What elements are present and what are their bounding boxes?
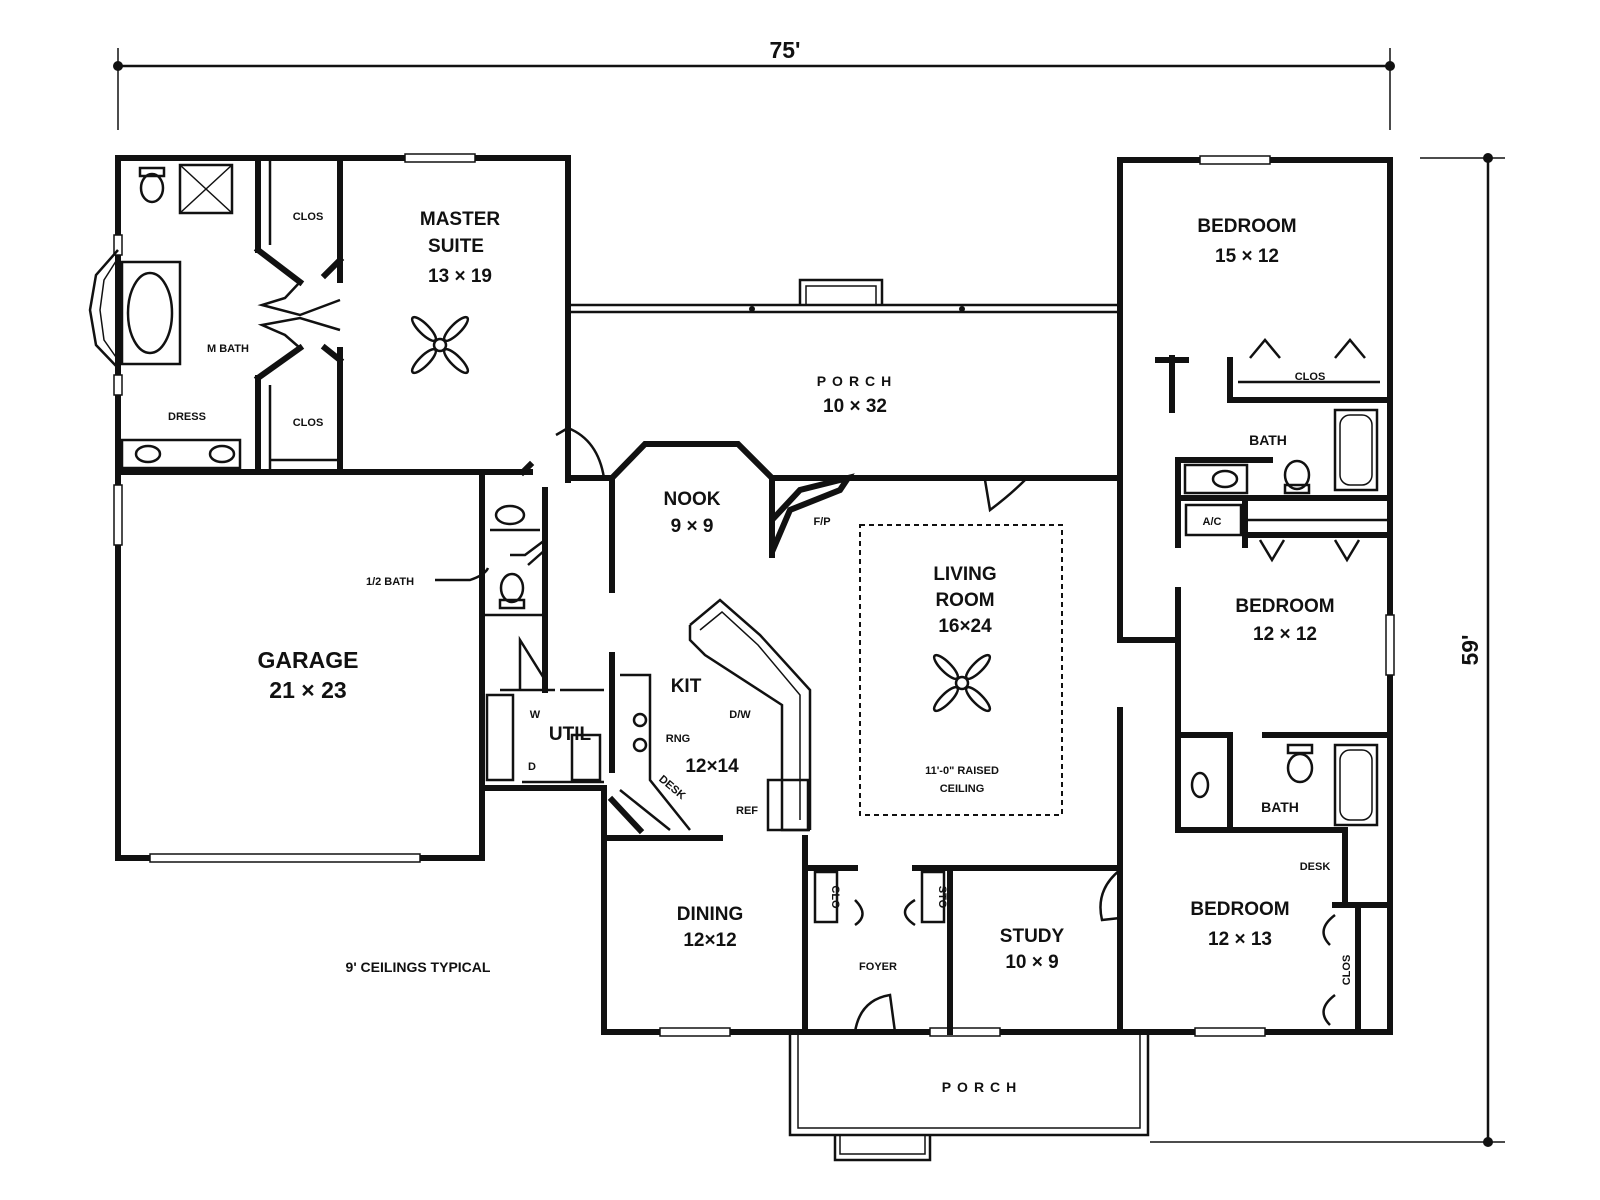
dining-label: DINING — [677, 904, 744, 925]
garage-util-interior — [479, 460, 604, 791]
kit-rng-label: RNG — [666, 733, 690, 745]
util-d-label: D — [528, 761, 536, 773]
garage-size: 21 × 23 — [269, 677, 346, 703]
master-suite-size: 13 × 19 — [428, 266, 492, 287]
living-label-2: ROOM — [935, 590, 994, 611]
rear-porch-label: PORCH — [817, 373, 898, 389]
master-suite-label-1: MASTER — [420, 209, 501, 230]
ac-label: A/C — [1203, 516, 1222, 528]
windows — [113, 153, 1395, 1037]
nook-label: NOOK — [664, 489, 721, 510]
fp-label: F/P — [813, 516, 830, 528]
master-suite-label-2: SUITE — [428, 236, 484, 257]
living-size: 16×24 — [938, 616, 992, 637]
study-label: STUDY — [1000, 926, 1065, 947]
kit-dw-label: D/W — [729, 709, 751, 721]
sto-label: STO — [936, 886, 948, 909]
study-size: 10 × 9 — [1005, 952, 1058, 973]
dress-label: DRESS — [168, 411, 206, 423]
exterior-walls — [115, 155, 1393, 1035]
bedroom-1-label: BEDROOM — [1197, 216, 1296, 237]
foyer-label: FOYER — [859, 961, 897, 973]
clo-label: CLO — [829, 885, 841, 909]
bedroom-3-desk-label: DESK — [1300, 861, 1331, 873]
kit-label: KIT — [671, 676, 702, 697]
living-ceiling-fan-icon — [932, 653, 992, 713]
bath-2-label: BATH — [1261, 799, 1299, 815]
ceiling-note: 9' CEILINGS TYPICAL — [346, 959, 491, 975]
clos-bed-1-label: CLOS — [1295, 371, 1326, 383]
nook-size: 9 × 9 — [671, 516, 714, 537]
garage-label: GARAGE — [258, 647, 359, 673]
center-interior — [435, 425, 1123, 1035]
rear-porch-size: 10 × 32 — [823, 396, 887, 417]
dining-size: 12×12 — [683, 930, 736, 951]
depth-dimension: 59' — [1150, 153, 1505, 1147]
kit-desk-label: DESK — [656, 773, 687, 802]
bedroom-3-size: 12 × 13 — [1208, 929, 1272, 950]
bedroom-1-size: 15 × 12 — [1215, 246, 1279, 267]
living-label-1: LIVING — [933, 564, 996, 585]
right-wing-interior — [1117, 338, 1393, 1035]
front-porch — [788, 1032, 1150, 1162]
bedroom-3-clos-label: CLOS — [1341, 955, 1353, 986]
width-label: 75' — [769, 37, 800, 63]
front-porch-label: PORCH — [942, 1079, 1023, 1095]
living-ceiling-line-1: 11'-0" RAISED — [925, 765, 999, 777]
bath-1-label: BATH — [1249, 432, 1287, 448]
depth-label: 59' — [1457, 634, 1483, 665]
bedroom-2-size: 12 × 12 — [1253, 624, 1317, 645]
living-ceiling-line-2: CEILING — [940, 783, 985, 795]
util-label: UTIL — [549, 724, 592, 745]
half-bath-label: 1/2 BATH — [366, 576, 414, 588]
util-w-label: W — [530, 709, 541, 721]
width-dimension: 75' — [113, 37, 1395, 130]
master-ceiling-fan-icon — [410, 315, 470, 375]
bedroom-3-label: BEDROOM — [1190, 899, 1289, 920]
kit-size: 12×14 — [685, 756, 739, 777]
clos-master-2-label: CLOS — [293, 417, 324, 429]
clos-master-1-label: CLOS — [293, 211, 324, 223]
kit-ref-label: REF — [736, 805, 758, 817]
bedroom-2-label: BEDROOM — [1235, 596, 1334, 617]
master-suite-interior — [88, 155, 485, 475]
m-bath-label: M BATH — [207, 343, 249, 355]
